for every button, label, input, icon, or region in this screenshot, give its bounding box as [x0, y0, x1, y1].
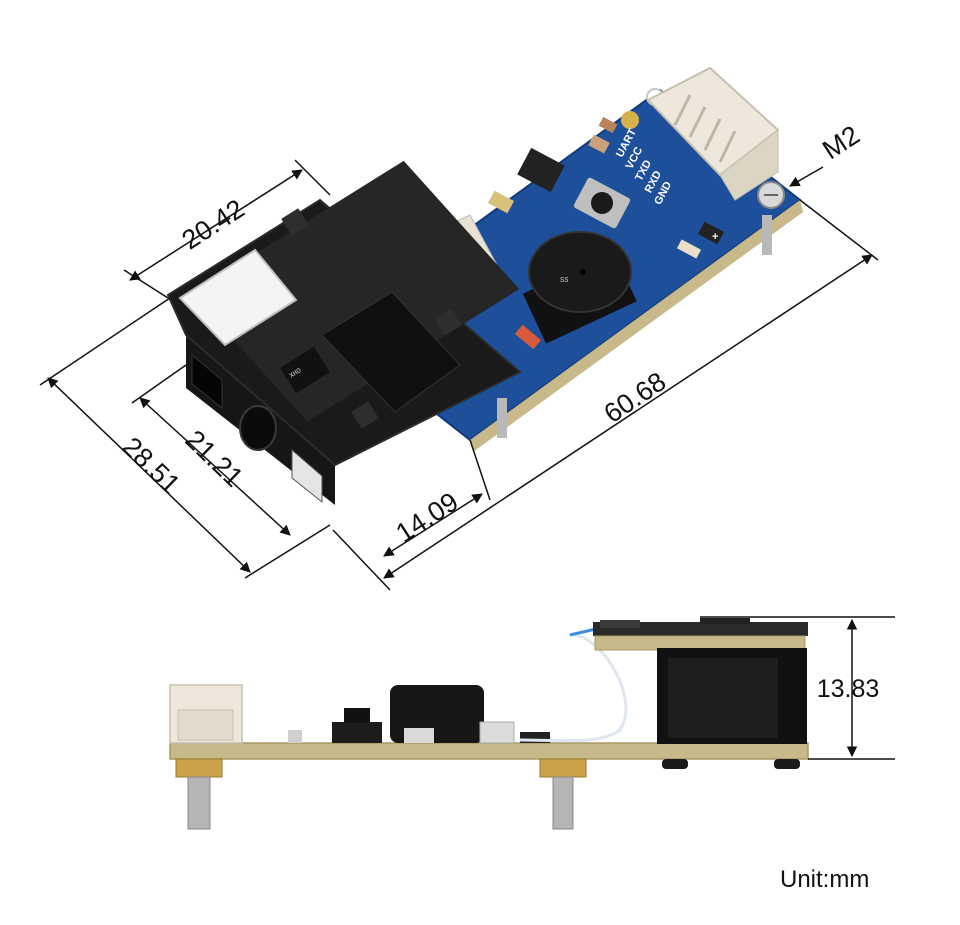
- height-dimension: [700, 616, 895, 760]
- scanner-foot-2: [774, 759, 800, 769]
- side-ffc-cable: [519, 633, 628, 743]
- transistor: [698, 221, 724, 245]
- standoff-right: [539, 758, 587, 778]
- side-button: [332, 722, 382, 743]
- side-smd-2: [479, 721, 515, 744]
- module-top-view: UART VCC TXD RXD GND + SS: [166, 66, 803, 505]
- unit-label: Unit:mm: [780, 866, 870, 893]
- module-side-view: [169, 618, 809, 830]
- led: [676, 239, 702, 259]
- aperture-lens: [239, 405, 277, 451]
- screw-right: [552, 776, 574, 830]
- plus-mark: +: [712, 231, 718, 243]
- dim-scanner-width: 20.42: [177, 193, 250, 255]
- side-pcb: [169, 742, 809, 760]
- aperture-right: [291, 448, 323, 504]
- standoff-left: [175, 758, 223, 778]
- tantalum-cap: [488, 190, 514, 214]
- regulator-chip: [517, 147, 565, 193]
- push-button-cap: [591, 192, 613, 214]
- dim-board-width: 14.09: [391, 486, 464, 548]
- ic-small: [280, 346, 330, 394]
- dim-scanner-height: 13.83: [817, 675, 880, 703]
- standoff-screw: [497, 398, 507, 438]
- standoff-screw-2: [762, 215, 772, 255]
- buzzer-marking: SS: [560, 277, 568, 285]
- inductor-2: [351, 401, 379, 429]
- dim-mount-hole: M2: [817, 120, 865, 166]
- dim-overall-depth: 28.51: [117, 431, 186, 500]
- dim-board-length: 60.68: [599, 366, 672, 429]
- scanner-pcb-top: [191, 160, 520, 422]
- side-smd-1: [288, 730, 302, 743]
- jst-connector: [646, 66, 780, 201]
- screw-left: [187, 776, 211, 830]
- capacitor-1: [588, 134, 610, 154]
- capacitor-2: [598, 116, 618, 134]
- side-scanner-pcb: [593, 622, 808, 636]
- gold-pad: [621, 111, 639, 129]
- dim-scanner-depth: 21.21: [180, 424, 249, 493]
- dimension-lines: [39, 159, 879, 591]
- scanner-foot-1: [662, 759, 688, 769]
